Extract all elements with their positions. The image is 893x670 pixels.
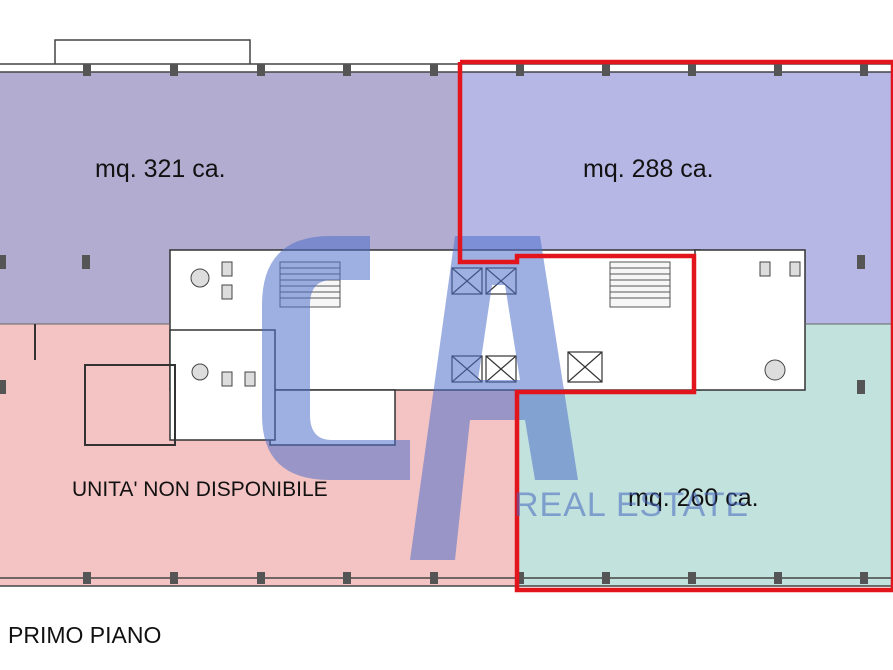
available-unit-outline	[457, 59, 893, 593]
unit-north-east-area-label: mq. 288 ca.	[583, 155, 714, 183]
watermark-text: REAL ESTATE	[514, 486, 750, 524]
unit-south-east-area-label: mq. 260 ca.	[628, 484, 759, 512]
unit-north-west-area-label: mq. 321 ca.	[95, 155, 226, 183]
watermark-logo	[262, 236, 578, 560]
floor-label: PRIMO PIANO	[8, 622, 162, 648]
unit-south-west-status-label: UNITA' NON DISPONIBILE	[72, 478, 328, 501]
columns	[0, 64, 868, 584]
central-core	[84, 249, 806, 446]
